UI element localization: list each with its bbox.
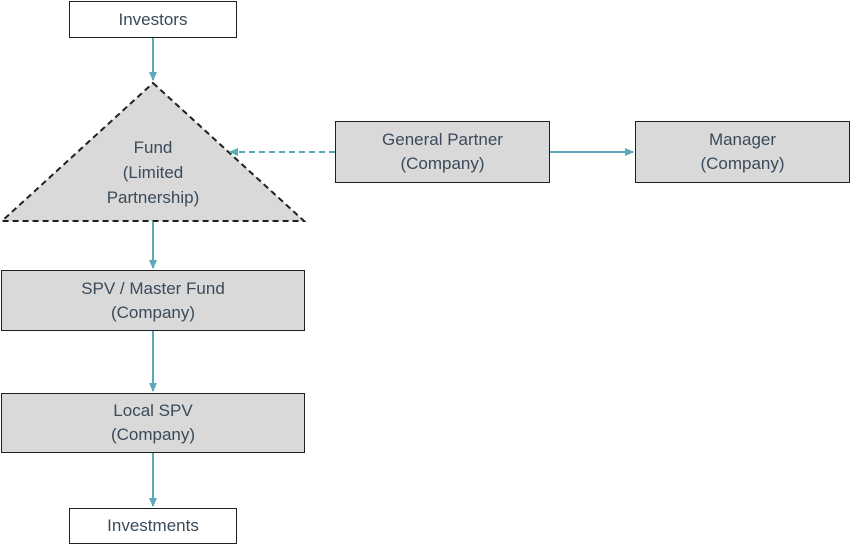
manager-box: Manager (Company) [635, 121, 850, 183]
manager-label-line-2: (Company) [700, 154, 785, 173]
general-partner-label-line-2: (Company) [400, 154, 485, 173]
fund-label-line-1: Fund [133, 138, 173, 157]
local-spv-label-line-2: (Company) [110, 425, 196, 444]
fund-label-line-2: (Limited [122, 163, 184, 182]
general-partner-box: General Partner (Company) [335, 121, 550, 183]
manager-label-line-1: Manager [708, 130, 777, 149]
spv-master-fund-label-line-2: (Company) [110, 302, 196, 322]
investors-label: Investors [118, 9, 188, 29]
fund-label: Fund (Limited Partnership) [53, 135, 253, 210]
spv-master-fund-box: SPV / Master Fund (Company) [1, 270, 305, 331]
fund-triangle [0, 81, 307, 222]
spv-master-fund-label-line-1: SPV / Master Fund [81, 278, 225, 298]
investments-label: Investments [107, 516, 199, 535]
local-spv-label-line-1: Local SPV [113, 401, 193, 420]
investments-box: Investments [69, 508, 237, 544]
investors-box: Investors [69, 1, 237, 38]
fund-label-line-3: Partnership) [106, 188, 200, 207]
general-partner-label-line-1: General Partner [382, 130, 503, 149]
local-spv-box: Local SPV (Company) [1, 393, 305, 453]
